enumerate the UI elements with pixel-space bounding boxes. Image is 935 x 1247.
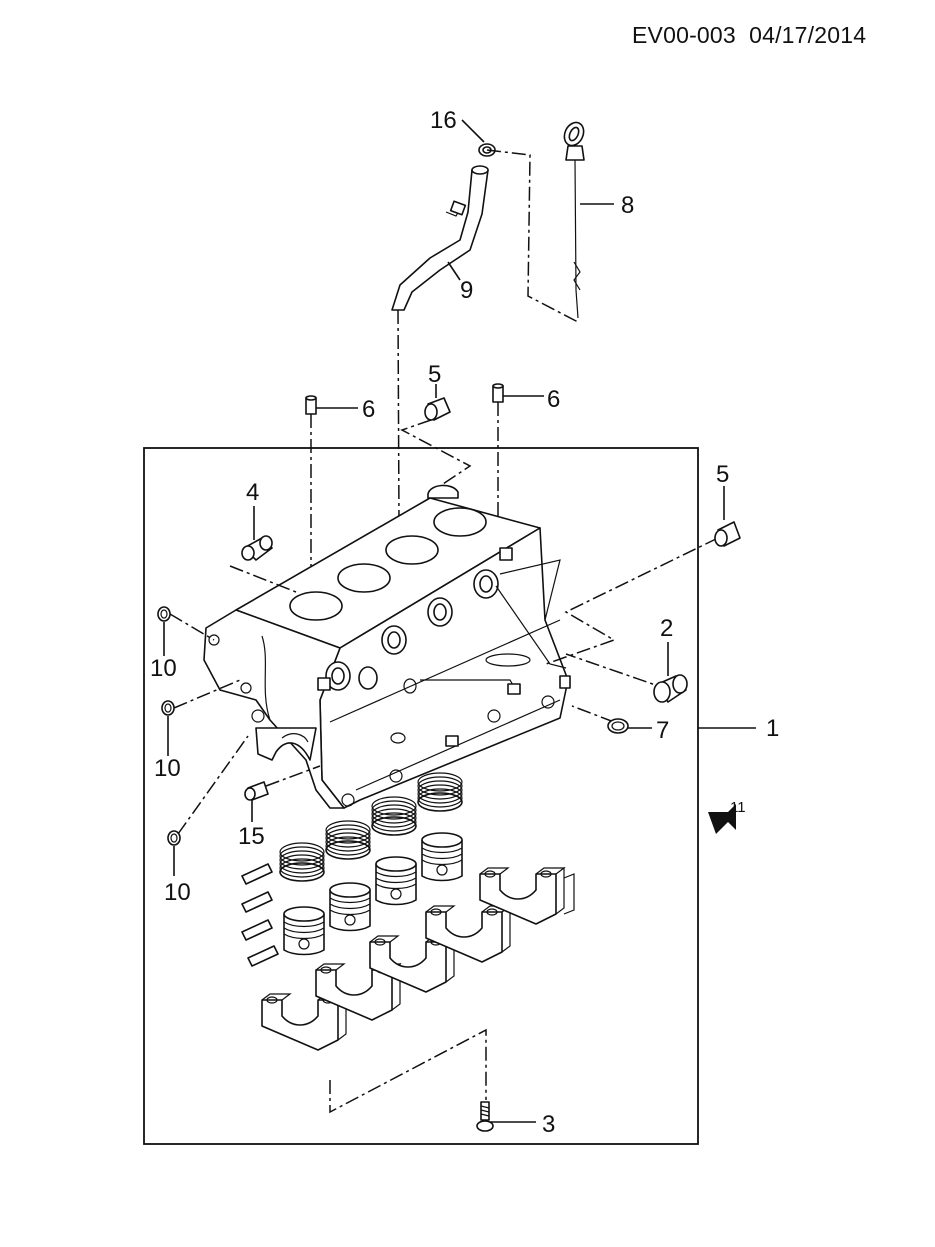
dowel-pin-left-part[interactable] <box>305 395 317 415</box>
plug-10-lower-part[interactable] <box>167 830 181 846</box>
dowel-pin-right-part[interactable] <box>492 383 504 403</box>
expansion-plug-part[interactable] <box>607 718 629 734</box>
bushing-right-part[interactable] <box>714 521 741 547</box>
plug-part[interactable] <box>241 535 273 561</box>
callout-1: 1 <box>766 715 779 742</box>
callout-9: 9 <box>460 277 473 304</box>
callout-5-upper: 5 <box>428 361 441 388</box>
callout-5-right: 5 <box>716 461 729 488</box>
dowel-15-part[interactable] <box>244 781 269 801</box>
cup-part[interactable] <box>653 674 688 703</box>
callout-15: 15 <box>238 823 265 850</box>
front-direction-arrow <box>708 804 736 834</box>
callout-7: 7 <box>656 717 669 744</box>
main-bearing-caps[interactable] <box>261 866 575 1051</box>
bushing-upper-part[interactable] <box>424 397 451 421</box>
callout-6-right: 6 <box>547 386 560 413</box>
plug-10-upper-part[interactable] <box>157 606 171 622</box>
callout-8: 8 <box>621 192 634 219</box>
piston-ring-sets[interactable] <box>279 772 463 882</box>
bearing-cap-bolt-part[interactable] <box>476 1101 494 1132</box>
piston-pins[interactable] <box>241 863 279 967</box>
callout-16: 16 <box>430 107 457 134</box>
callout-2: 2 <box>660 615 673 642</box>
document-code: EV00-003 <box>632 22 736 48</box>
callout-10-lower: 10 <box>164 879 191 906</box>
document-date: 04/17/2014 <box>749 22 867 48</box>
callout-3: 3 <box>542 1111 555 1138</box>
dipstick-tube-part[interactable] <box>391 165 489 311</box>
pistons[interactable] <box>283 832 463 956</box>
callout-4: 4 <box>246 479 259 506</box>
leader-lines <box>163 119 756 1123</box>
plug-10-middle-part[interactable] <box>161 700 175 716</box>
diagram-header: EV00-003 04/17/2014 <box>632 22 866 49</box>
cylinder-block-part[interactable] <box>203 484 571 809</box>
callout-10-middle: 10 <box>154 755 181 782</box>
callout-11: 11 <box>730 799 746 816</box>
callout-10-upper: 10 <box>150 655 177 682</box>
callout-6-left: 6 <box>362 396 375 423</box>
assembly-frame <box>143 447 699 1145</box>
dipstick-part[interactable] <box>561 119 587 319</box>
